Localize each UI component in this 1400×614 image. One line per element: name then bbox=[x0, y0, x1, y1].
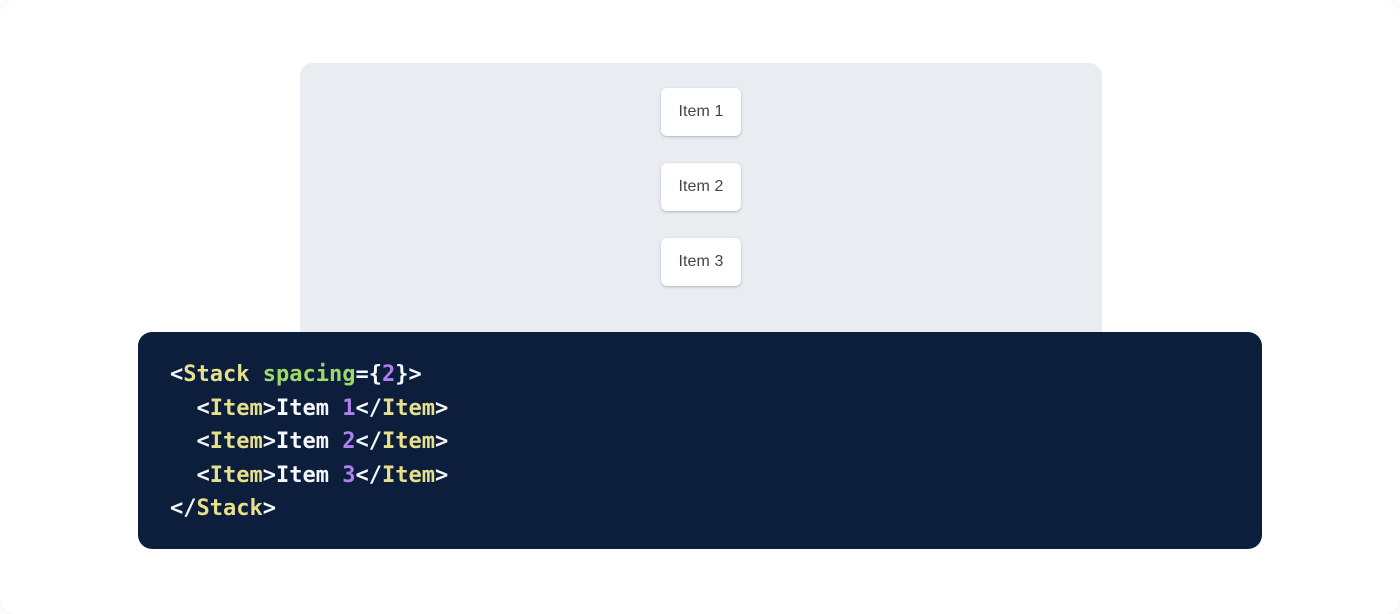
code-token-punct: </ bbox=[355, 429, 382, 455]
code-token-number: 2 bbox=[381, 362, 396, 387]
code-token-punct: > bbox=[262, 395, 276, 421]
code-token-punct: > bbox=[434, 395, 449, 421]
code-token-punct: > bbox=[262, 462, 276, 488]
code-token-brace: { bbox=[368, 362, 382, 387]
code-token-number: 3 bbox=[342, 462, 356, 488]
code-token-punct: < bbox=[196, 429, 210, 455]
code-token-punct: > bbox=[434, 429, 449, 455]
code-token-punct: </ bbox=[170, 496, 197, 522]
code-token-text: Item bbox=[275, 429, 343, 455]
code-token-punct: </ bbox=[355, 395, 382, 421]
code-token-punct: < bbox=[170, 362, 184, 387]
code-token-punct: > bbox=[262, 496, 276, 522]
code-token-tag: Item bbox=[209, 395, 263, 421]
stack-item-card[interactable]: Item 3 bbox=[661, 238, 741, 286]
stack-container: Item 1 Item 2 Item 3 bbox=[661, 88, 741, 286]
code-token-text bbox=[249, 362, 262, 387]
code-token-number: 2 bbox=[342, 429, 356, 455]
code-token-punct: < bbox=[196, 395, 210, 421]
stack-item-label: Item 1 bbox=[678, 103, 724, 120]
stack-item-label: Item 3 bbox=[678, 253, 724, 270]
code-snippet-panel[interactable]: <Stack spacing={2}> <Item>Item 1</Item> … bbox=[138, 332, 1262, 549]
stack-item-card[interactable]: Item 2 bbox=[661, 163, 741, 211]
stack-item-card[interactable]: Item 1 bbox=[661, 88, 741, 136]
code-token-text: Item bbox=[275, 462, 343, 488]
code-token-punct: = bbox=[355, 362, 369, 387]
code-line: <Stack spacing={2}> bbox=[170, 358, 1230, 392]
code-line: <Item>Item 2</Item> bbox=[170, 425, 1230, 459]
code-token-brace: } bbox=[395, 362, 409, 387]
code-token-tag: Item bbox=[381, 395, 435, 421]
code-token-tag: Item bbox=[381, 429, 435, 455]
code-line: <Item>Item 3</Item> bbox=[170, 459, 1230, 493]
code-token-text: Item bbox=[275, 395, 343, 421]
code-token-punct: > bbox=[408, 362, 422, 387]
code-line: </Stack> bbox=[170, 492, 1230, 526]
stack-item-label: Item 2 bbox=[678, 178, 724, 195]
code-token-attr: spacing bbox=[262, 362, 356, 387]
code-line: <Item>Item 1</Item> bbox=[170, 392, 1230, 426]
code-token-tag: Item bbox=[381, 462, 435, 488]
code-token-punct: > bbox=[262, 429, 276, 455]
code-token-number: 1 bbox=[342, 395, 356, 421]
code-token-tag: Stack bbox=[183, 362, 250, 387]
code-token-punct: < bbox=[196, 462, 210, 488]
code-token-punct: > bbox=[434, 462, 449, 488]
code-block[interactable]: <Stack spacing={2}> <Item>Item 1</Item> … bbox=[170, 358, 1230, 526]
code-token-tag: Item bbox=[209, 429, 263, 455]
code-token-tag: Item bbox=[209, 462, 263, 488]
code-token-punct: </ bbox=[355, 462, 382, 488]
code-token-tag: Stack bbox=[196, 496, 263, 522]
component-preview-panel: Item 1 Item 2 Item 3 bbox=[300, 63, 1102, 363]
